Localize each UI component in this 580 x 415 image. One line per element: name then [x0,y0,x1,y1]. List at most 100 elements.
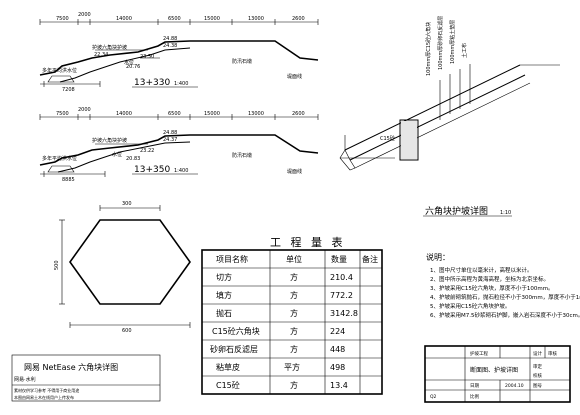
row-6-unit: 平方 [284,362,300,372]
watermark-stamp: 网易 NetEase 六角块详图 网易·水利 素材仅供学习参考 不得用于商业用途… [11,354,161,402]
callout-gravel: 100mm厚砂卵石反滤层 [437,16,444,70]
stamp-line-2: 本图由网易土木在线用户上传发布 [14,394,74,400]
station-13-350: 13+350 [134,165,170,175]
label-flood-wall: 防汛石墩 [232,58,252,65]
elev-20-76: 20.76 [126,64,140,70]
dim-7500: 7500 [56,111,69,117]
dim-300: 300 [122,201,132,207]
section1-scale: 1:400 [174,81,188,87]
tb-scale-label: 比例 [470,393,479,400]
label-water: 水位 [124,59,134,66]
row-4-unit: 方 [290,326,298,336]
row-2-item: 填方 [216,290,232,300]
tb-design: 设计 [533,350,542,357]
callout-hex-block: 100mm厚C15砼六角块 [425,22,432,76]
cross-section-13-350: 7500 2000 14000 6500 15000 13000 2600 护坡… [39,107,319,183]
tb-drawing: 断面图、护坡详图 [470,366,518,374]
tb-number-label: 图号 [533,383,542,389]
row-1-unit: 方 [290,272,298,282]
dim-7208: 7208 [62,87,75,93]
row-3-qty: 3142.8 [330,309,358,318]
dim-2000: 2000 [78,12,91,18]
elev-24-88: 24.88 [163,130,177,136]
note-2: 2、图中所示高程为黄海高程，坐标为北京坐标。 [430,275,549,283]
station-13-330: 13+330 [134,78,170,88]
dim-6500: 6500 [168,111,181,117]
tb-review: 审核 [548,350,557,357]
hexagon-shape [69,219,191,305]
dim-13000: 13000 [248,16,264,22]
title-block: 护坡工程 设计 审核 断面图、护坡详图 审定 校核 日期 2004.10 图号 … [424,345,571,403]
dim-2600: 2600 [292,16,305,22]
label-flood-wall: 防汛石墩 [232,152,252,159]
hexagon-block-detail: 100mm厚C15砼六角块 100mm厚砂卵石反滤层 100mm厚粘土垫层 土工… [339,16,560,217]
callout-c15: C15砼 [380,135,395,142]
note-4: 4、护坡前砌筑抛石，抛石粒径不小于300mm，厚度不小于1m。 [430,293,580,301]
slope-surface [344,64,521,151]
ground-line [39,40,319,76]
dim-600: 600 [122,328,132,334]
note-5: 5、护坡采用C15砼六角块护坡。 [430,302,510,310]
row-1-qty: 210.4 [330,273,353,282]
dim-2600: 2600 [292,111,305,117]
callout-clay: 100mm厚粘土垫层 [449,20,456,64]
label-water: 水位 [112,151,122,158]
label-revetment: 护坡六角块护坡 [92,137,127,144]
row-6-item: 粘草皮 [216,362,240,372]
row-2-qty: 772.2 [330,291,353,300]
row-5-qty: 448 [330,345,345,354]
dim-7500: 7500 [56,16,69,22]
tb-project: 护坡工程 [470,350,488,357]
detail-scale: 1:10 [500,210,511,216]
label-flood-level: 多年平均洪水位 [42,67,77,74]
dim-500: 500 [54,260,60,270]
elev-23-22: 23.22 [140,148,154,154]
header-quantity: 数量 [331,254,347,264]
note-6: 6、护坡采用M7.5砂浆砌石护脚，嵌入岩石深度不小于30cm。 [430,311,580,319]
dim-14000: 14000 [116,16,132,22]
notes: 说明： 1、图中尺寸单位以毫米计，高程以米计。 2、图中所示高程为黄海高程，坐标… [426,252,580,319]
elev-24-38: 24.38 [163,43,177,49]
table-title: 工 程 量 表 [270,235,346,249]
row-6-qty: 498 [330,363,345,372]
row-5-item: 砂卵石反滤层 [210,344,258,354]
label-road-line: 堤面线 [287,168,302,175]
dim-15000: 15000 [204,16,220,22]
elev-23-50: 23.50 [140,54,154,60]
dim-13000: 13000 [248,111,264,117]
row-3-unit: 方 [290,308,298,318]
callout-geotextile: 土工布 [461,43,468,58]
row-7-qty: 13.4 [330,381,348,390]
notes-title: 说明： [426,252,450,262]
tb-sheet: Q2 [430,394,437,400]
elev-20-83: 20.83 [126,156,140,162]
note-1: 1、图中尺寸单位以毫米计，高程以米计。 [430,266,533,274]
header-remark: 备注 [362,254,378,264]
elev-24-37: 24.37 [163,137,177,143]
elev-24-88: 24.88 [163,36,177,42]
row-4-qty: 224 [330,327,345,336]
row-2-unit: 方 [290,290,298,300]
row-7-unit: 方 [290,380,298,390]
detail-title: 六角块护坡详图 [425,205,488,217]
dim-8885: 8885 [62,177,75,183]
section2-scale: 1:400 [174,168,188,174]
header-item: 项目名称 [216,254,248,264]
header-unit: 单位 [286,254,302,264]
tb-approve: 审定 [533,363,542,370]
stamp-brand: 网易 NetEase 六角块详图 [24,362,118,372]
quantity-table: 工 程 量 表 项目名称 单位 数量 备注 切方 方 210.4 填方 方 77… [201,235,383,395]
toe-block [399,119,419,161]
ground-line [39,134,319,166]
row-4-item: C15砼六角块 [212,326,260,336]
row-7-item: C15砼 [216,380,240,390]
tb-date-label: 日期 [470,383,479,389]
elev-22-34: 22.34 [94,52,108,58]
note-3: 3、护坡采用C15砼六角块，厚度不小于100mm。 [430,284,554,292]
dim-2000: 2000 [78,107,91,113]
row-3-item: 抛石 [216,308,232,318]
revetment-slope [57,141,191,173]
tb-date: 2004.10 [505,383,524,389]
label-road-line: 堤面线 [287,73,302,80]
